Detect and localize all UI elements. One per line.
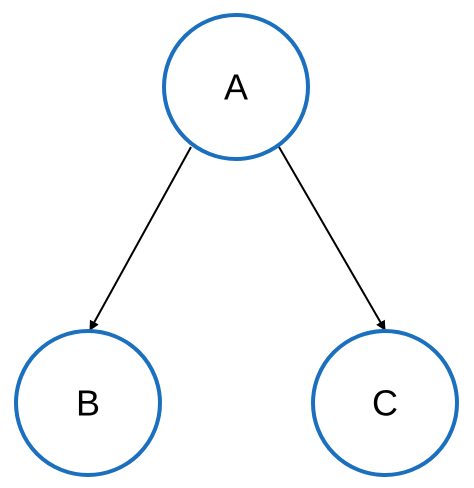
- node-b-circle: [14, 329, 162, 477]
- node-c-label: C: [372, 383, 398, 424]
- edge-a-to-c: [278, 146, 386, 331]
- edges: [89, 146, 386, 331]
- node-c-circle: [311, 329, 459, 477]
- node-b: B: [14, 329, 162, 477]
- node-c: C: [311, 329, 459, 477]
- edge-a-to-b: [89, 146, 192, 331]
- node-a: A: [162, 13, 310, 161]
- node-a-circle: [162, 13, 310, 161]
- node-b-label: B: [76, 383, 100, 424]
- node-a-label: A: [224, 67, 248, 108]
